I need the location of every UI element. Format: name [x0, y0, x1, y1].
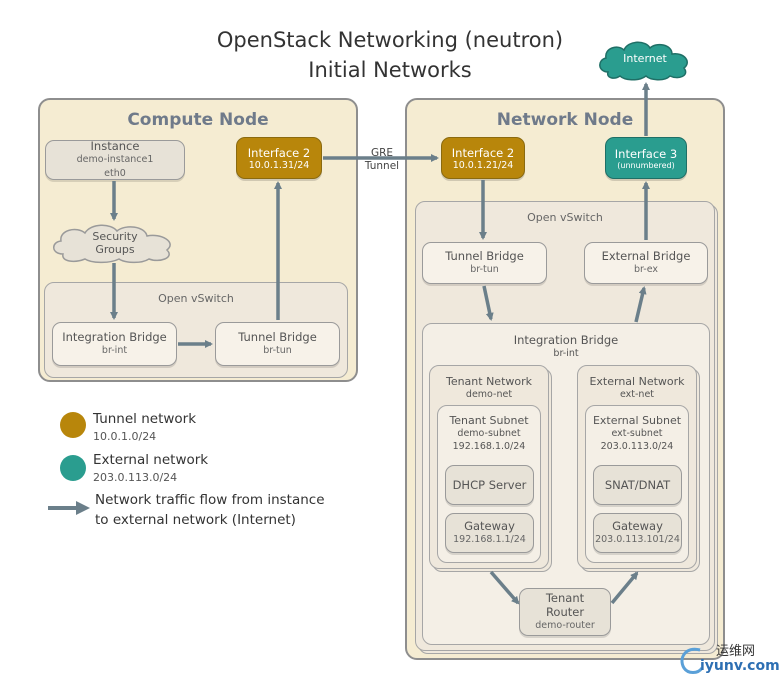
- compute-interface2-label: Interface 2: [247, 145, 311, 160]
- legend-tunnel-label: Tunnel network: [93, 411, 197, 427]
- compute-integration-bridge-name: br-int: [101, 345, 128, 356]
- network-external-bridge[interactable]: External Bridge br-ex: [584, 242, 708, 284]
- legend-flow-line1: Network traffic flow from instance: [95, 492, 325, 508]
- security-groups-cloud: Security Groups: [47, 222, 183, 264]
- external-network-name: ext-net: [619, 389, 655, 400]
- network-tunnel-bridge-label: Tunnel Bridge: [445, 249, 524, 263]
- watermark-url: iyunv.com: [700, 658, 780, 674]
- internet-label: Internet: [623, 52, 667, 65]
- network-external-bridge-label: External Bridge: [601, 249, 691, 263]
- internet-cloud: Internet: [594, 38, 696, 82]
- tenant-gateway[interactable]: Gateway 192.168.1.1/24: [445, 513, 534, 553]
- compute-tunnel-bridge[interactable]: Tunnel Bridge br-tun: [215, 322, 340, 366]
- dhcp-server[interactable]: DHCP Server: [445, 465, 534, 505]
- tenant-router-line2: Router: [545, 605, 585, 619]
- instance-port: eth0: [104, 168, 126, 179]
- diagram-title: OpenStack Networking (neutron): [216, 28, 564, 52]
- network-interface3[interactable]: Interface 3 (unnumbered): [605, 137, 687, 179]
- external-gateway[interactable]: Gateway 203.0.113.101/24: [593, 513, 682, 553]
- legend-external-swatch: [60, 455, 86, 481]
- gre-line1: GRE: [370, 147, 394, 159]
- arrow-tunbridge-to-intbridge: [482, 285, 494, 321]
- tenant-router-line1: Tenant: [545, 591, 585, 605]
- external-subnet-name: ext-subnet: [611, 428, 663, 439]
- security-groups-line2: Groups: [95, 243, 135, 256]
- compute-interface2[interactable]: Interface 2 10.0.1.31/24: [236, 137, 322, 179]
- network-tunnel-bridge[interactable]: Tunnel Bridge br-tun: [422, 242, 547, 284]
- dhcp-server-label: DHCP Server: [452, 478, 527, 492]
- external-network-label: External Network: [589, 375, 685, 388]
- compute-tunnel-bridge-label: Tunnel Bridge: [238, 330, 317, 344]
- network-interface2-label: Interface 2: [451, 145, 515, 160]
- external-subnet-label: External Subnet: [592, 414, 682, 427]
- compute-node-title: Compute Node: [127, 110, 269, 130]
- legend-external-cidr: 203.0.113.0/24: [93, 471, 178, 484]
- legend-external-label: External network: [93, 452, 209, 468]
- tenant-subnet-label: Tenant Subnet: [449, 414, 529, 427]
- diagram-subtitle: Initial Networks: [308, 58, 472, 82]
- network-interface3-label: Interface 3: [614, 146, 678, 161]
- external-gateway-ip: 203.0.113.101/24: [595, 534, 680, 545]
- compute-integration-bridge-label: Integration Bridge: [62, 330, 167, 344]
- snat-dnat[interactable]: SNAT/DNAT: [593, 465, 682, 505]
- gre-tunnel-label: GRE Tunnel: [350, 147, 414, 173]
- network-interface2[interactable]: Interface 2 10.0.1.21/24: [441, 137, 525, 179]
- network-integration-bridge-name: br-int: [553, 348, 579, 359]
- external-gateway-label: Gateway: [612, 519, 663, 533]
- arrow-intbridge-to-extbridge: [634, 286, 647, 323]
- watermark-cn: 运维网: [716, 644, 756, 659]
- compute-ovs-label: Open vSwitch: [158, 292, 234, 305]
- network-interface2-ip: 10.0.1.21/24: [452, 159, 514, 171]
- cloud-icon: [53, 224, 171, 264]
- legend-flow-line2: to external network (Internet): [95, 512, 296, 528]
- gre-line2: Tunnel: [364, 160, 400, 172]
- arrow-router-to-extgateway: [610, 571, 639, 605]
- compute-integration-bridge[interactable]: Integration Bridge br-int: [52, 322, 177, 366]
- cloud-icon: [599, 41, 688, 81]
- tenant-router-name: demo-router: [535, 620, 595, 631]
- external-subnet-cidr: 203.0.113.0/24: [600, 441, 674, 452]
- compute-interface2-ip: 10.0.1.31/24: [248, 159, 310, 171]
- network-external-bridge-name: br-ex: [633, 264, 659, 275]
- instance-name: demo-instance1: [76, 154, 154, 165]
- legend-tunnel-cidr: 10.0.1.0/24: [93, 430, 157, 443]
- network-interface3-ip: (unnumbered): [617, 160, 675, 170]
- tenant-gateway-ip: 192.168.1.1/24: [453, 534, 526, 545]
- network-node-title: Network Node: [496, 110, 634, 130]
- compute-tunnel-bridge-name: br-tun: [263, 345, 292, 356]
- legend-tunnel-swatch: [60, 412, 86, 438]
- instance-label: Instance: [90, 139, 140, 153]
- tenant-subnet-cidr: 192.168.1.0/24: [452, 441, 526, 452]
- snat-dnat-label: SNAT/DNAT: [604, 478, 671, 492]
- tenant-network-label: Tenant Network: [445, 375, 533, 388]
- tenant-gateway-label: Gateway: [464, 519, 515, 533]
- tenant-subnet-name: demo-subnet: [457, 428, 521, 439]
- security-groups-line1: Security: [92, 230, 138, 243]
- tenant-router[interactable]: Tenant Router demo-router: [519, 588, 611, 636]
- network-ovs-label: Open vSwitch: [527, 211, 603, 224]
- tenant-network-name: demo-net: [465, 389, 513, 400]
- network-integration-bridge-label: Integration Bridge: [513, 333, 619, 347]
- arrow-gateway-to-router: [489, 570, 520, 605]
- legend-arrow-icon: [46, 498, 92, 518]
- instance-box[interactable]: Instance demo-instance1 eth0: [45, 139, 185, 180]
- network-tunnel-bridge-name: br-tun: [470, 264, 499, 275]
- watermark-logo: 运维网 iyunv.com: [676, 640, 780, 680]
